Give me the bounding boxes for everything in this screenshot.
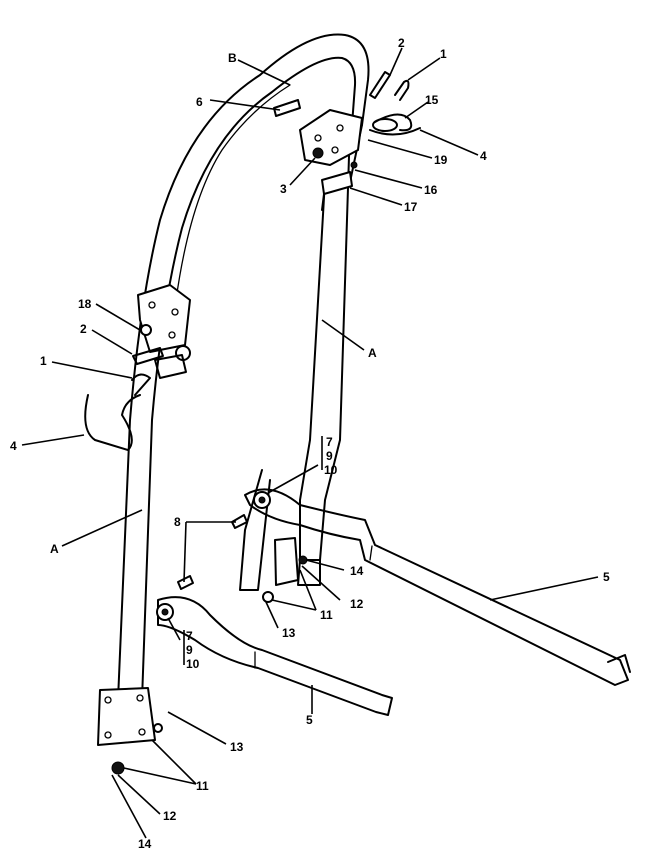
callout-13-right: 13 bbox=[282, 626, 296, 640]
callout-2-left: 2 bbox=[80, 322, 87, 336]
decal-6 bbox=[273, 99, 301, 117]
hitch-pin-left bbox=[84, 324, 164, 451]
callout-3: 3 bbox=[280, 182, 287, 196]
callout-B: B bbox=[228, 51, 237, 65]
upper-mount-plate-right bbox=[299, 109, 363, 166]
callout-A-left: A bbox=[50, 542, 59, 556]
callout-8: 8 bbox=[174, 515, 181, 529]
upper-mount-plate-left bbox=[137, 284, 191, 379]
callout-16: 16 bbox=[424, 183, 438, 197]
callout-A-right: A bbox=[368, 346, 377, 360]
base-plate-left bbox=[97, 687, 163, 775]
callout-11-bottom: 11 bbox=[196, 779, 209, 793]
callout-14-bottom: 14 bbox=[138, 837, 152, 851]
callout-4-left: 4 bbox=[10, 439, 17, 453]
callout-9-left: 9 bbox=[186, 643, 193, 657]
callout-labels: B 6 2 1 15 4 19 3 16 17 A 18 2 1 4 A 7 9… bbox=[10, 36, 610, 851]
bolt-8 bbox=[177, 514, 248, 590]
callout-15: 15 bbox=[425, 93, 439, 107]
callout-7-left: 7 bbox=[186, 629, 193, 643]
base-plate-right bbox=[262, 537, 308, 603]
callout-4-top: 4 bbox=[480, 149, 487, 163]
callout-6: 6 bbox=[196, 95, 203, 109]
callout-1-top: 1 bbox=[440, 47, 447, 61]
callout-12-right: 12 bbox=[350, 597, 364, 611]
callout-14-right: 14 bbox=[350, 564, 364, 578]
callout-2-top: 2 bbox=[398, 36, 405, 50]
callout-5-left: 5 bbox=[306, 713, 313, 727]
callout-5-right: 5 bbox=[603, 570, 610, 584]
callout-10-left: 10 bbox=[186, 657, 200, 671]
leader-lines bbox=[21, 47, 599, 839]
callout-18: 18 bbox=[78, 297, 92, 311]
hitch-pin-top bbox=[369, 71, 421, 136]
callout-12-bottom: 12 bbox=[163, 809, 177, 823]
callout-17: 17 bbox=[404, 200, 418, 214]
callout-13-bottom: 13 bbox=[230, 740, 244, 754]
support-arm-right bbox=[244, 488, 631, 686]
callout-9-right: 9 bbox=[326, 449, 333, 463]
callout-19: 19 bbox=[434, 153, 448, 167]
callout-10-right: 10 bbox=[324, 463, 338, 477]
callout-1-left: 1 bbox=[40, 354, 47, 368]
bracket-assembly bbox=[321, 161, 358, 211]
callout-7-right: 7 bbox=[326, 435, 333, 449]
callout-11-right: 11 bbox=[320, 608, 333, 622]
